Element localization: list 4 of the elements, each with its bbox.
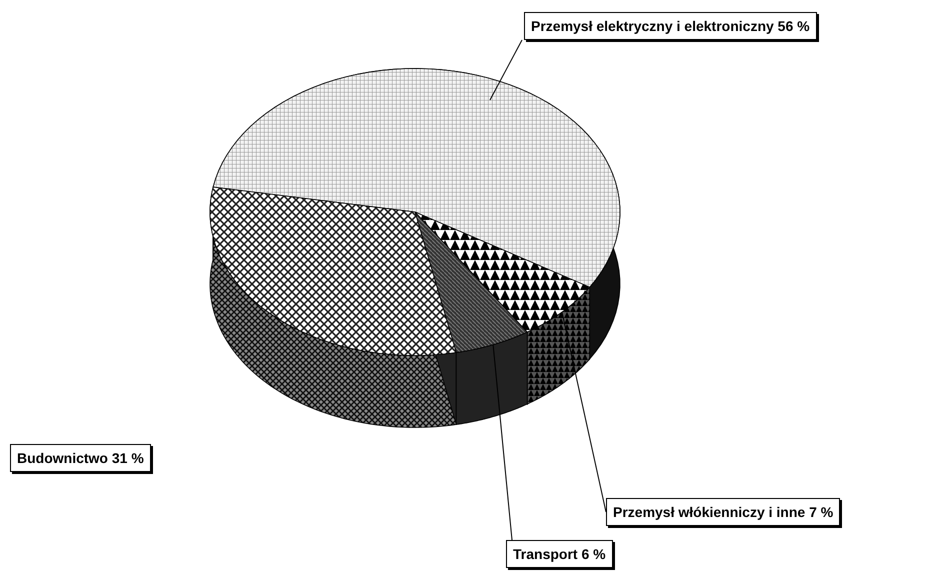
data-label: Przemysł elektryczny i elektroniczny 56 % (524, 12, 817, 40)
data-label: Przemysł włókienniczy i inne 7 % (606, 498, 840, 526)
data-label: Budownictwo 31 % (10, 444, 151, 472)
data-label: Transport 6 % (506, 540, 613, 568)
